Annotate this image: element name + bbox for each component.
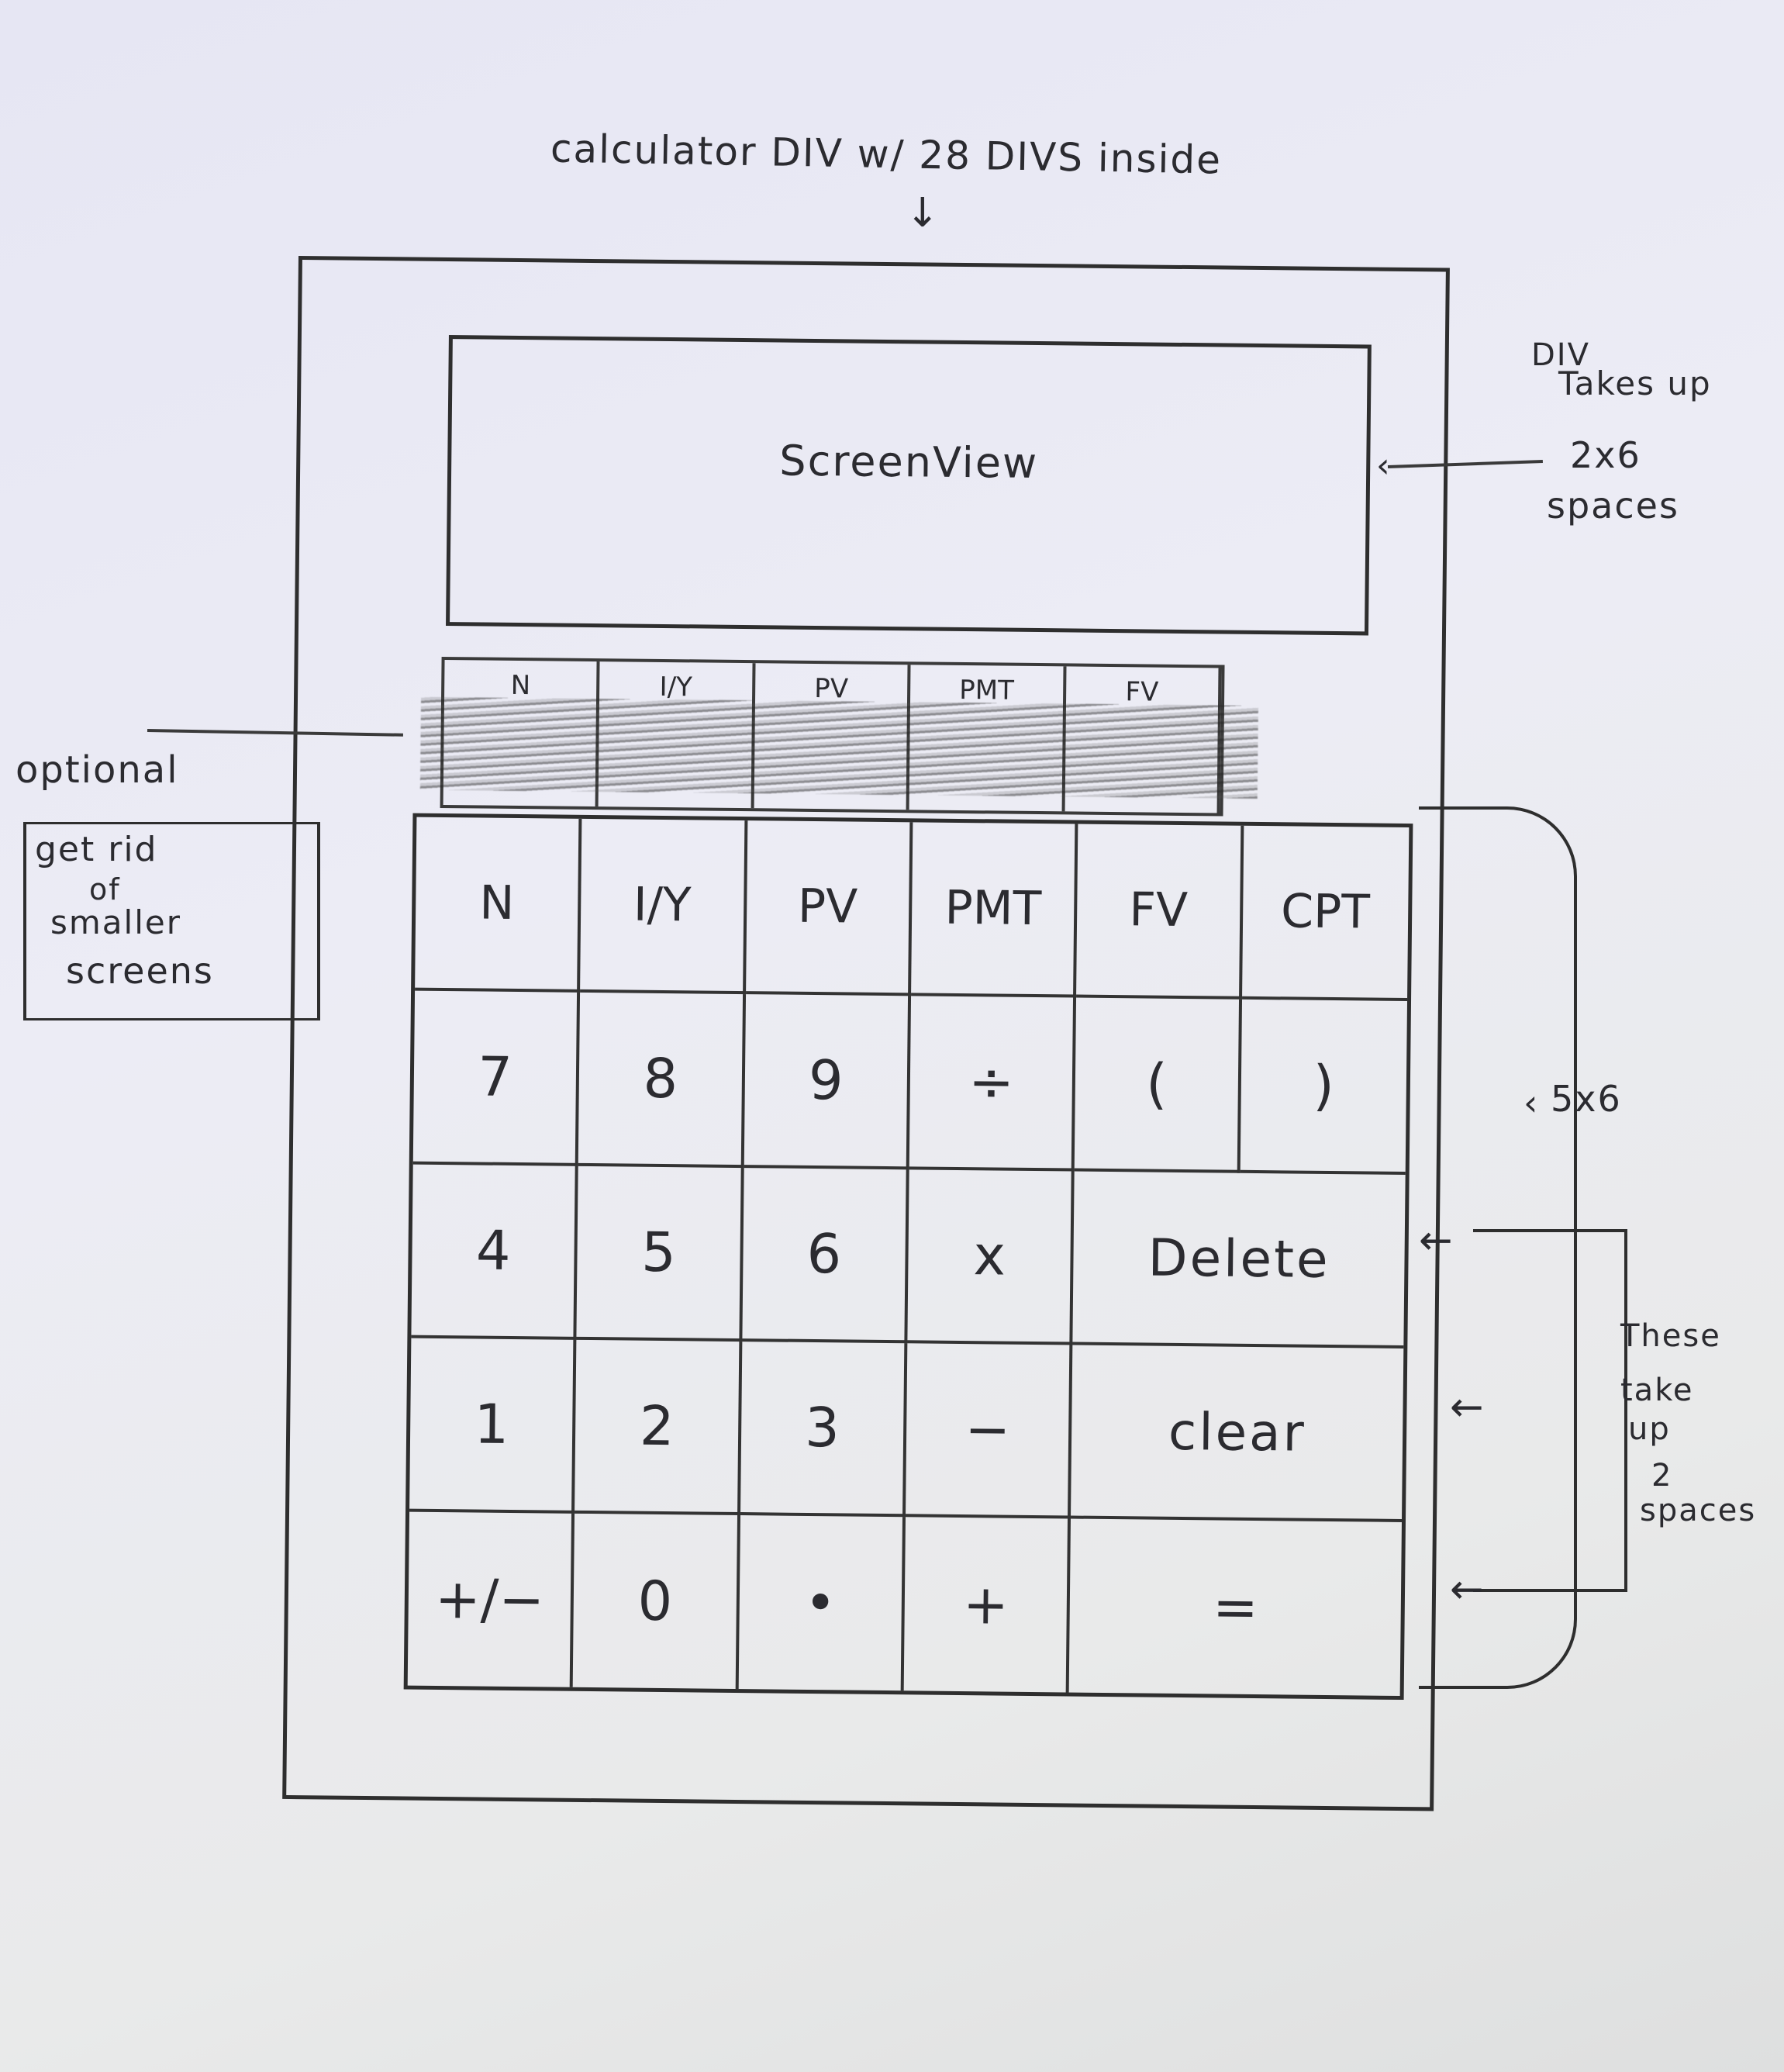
optional-note-line3: smaller: [50, 903, 181, 941]
key-2[interactable]: 2: [575, 1339, 743, 1516]
key-fv[interactable]: FV: [1076, 824, 1244, 1000]
wide-keys-bracket: [1473, 1229, 1627, 1592]
key-sign[interactable]: +/−: [407, 1511, 575, 1687]
screen-view: ScreenView: [446, 335, 1372, 636]
key-pmt[interactable]: PMT: [911, 822, 1078, 998]
key-7[interactable]: 7: [412, 990, 581, 1166]
calculator-div-annotation: calculator DIV w/ 28 DIVS inside: [550, 126, 1223, 183]
optional-note-line4: screens: [66, 950, 214, 992]
key-1[interactable]: 1: [409, 1338, 577, 1514]
wide-arrow-delete: ←: [1419, 1217, 1454, 1264]
key-0[interactable]: 0: [573, 1513, 740, 1690]
screen-note-line3: 2x6: [1570, 434, 1641, 476]
key-open-paren[interactable]: (: [1075, 997, 1242, 1173]
key-x[interactable]: x: [907, 1169, 1075, 1345]
key-n[interactable]: N: [415, 817, 582, 993]
wide-note-line2: take: [1620, 1373, 1694, 1408]
screen-view-label: ScreenView: [779, 436, 1039, 489]
wide-arrow-equals: ←: [1450, 1566, 1486, 1613]
wide-note-line1: These: [1620, 1318, 1721, 1354]
key-delete[interactable]: Delete: [1072, 1171, 1406, 1349]
screen-note-line2: Takes up: [1558, 364, 1712, 402]
key-plus[interactable]: +: [903, 1517, 1071, 1693]
small-screens-row: N I/Y PV PMT FV: [419, 656, 1258, 817]
key-5[interactable]: 5: [576, 1166, 744, 1342]
optional-note-line1: get rid: [35, 830, 158, 869]
optional-note-line2: of: [89, 872, 121, 906]
key-8[interactable]: 8: [578, 992, 746, 1169]
grid-brace: [1419, 806, 1577, 1689]
key-divide[interactable]: ÷: [909, 996, 1077, 1172]
key-decimal[interactable]: •: [738, 1515, 906, 1691]
scribbled-out-screens: [419, 696, 1258, 799]
optional-note-bracket: [23, 822, 320, 1020]
optional-heading: optional: [16, 748, 179, 792]
key-clear[interactable]: clear: [1071, 1345, 1404, 1522]
key-minus[interactable]: −: [905, 1343, 1073, 1519]
down-arrow-icon: ↓: [906, 190, 941, 237]
screen-note-line4: spaces: [1547, 485, 1679, 527]
screen-note-line1: DIV: [1531, 337, 1590, 373]
key-cpt[interactable]: CPT: [1241, 825, 1410, 1002]
wide-note-line4: 2: [1651, 1458, 1673, 1494]
key-i-y[interactable]: I/Y: [580, 818, 748, 995]
key-3[interactable]: 3: [740, 1342, 908, 1518]
wide-note-line3: up: [1628, 1411, 1671, 1447]
key-equals[interactable]: =: [1212, 1575, 1259, 1640]
key-4[interactable]: 4: [411, 1164, 579, 1340]
key-9[interactable]: 9: [744, 994, 912, 1170]
key-pv[interactable]: PV: [745, 820, 913, 996]
wide-arrow-clear: ←: [1450, 1384, 1486, 1431]
key-close-paren[interactable]: ): [1240, 999, 1407, 1176]
key-6[interactable]: 6: [742, 1168, 909, 1344]
grid-arrow-icon: ‹: [1523, 1082, 1540, 1124]
wide-note-line5: spaces: [1640, 1493, 1757, 1528]
left-arrow-icon: ‹: [1376, 446, 1392, 485]
grid-size-note: 5x6: [1551, 1078, 1622, 1120]
